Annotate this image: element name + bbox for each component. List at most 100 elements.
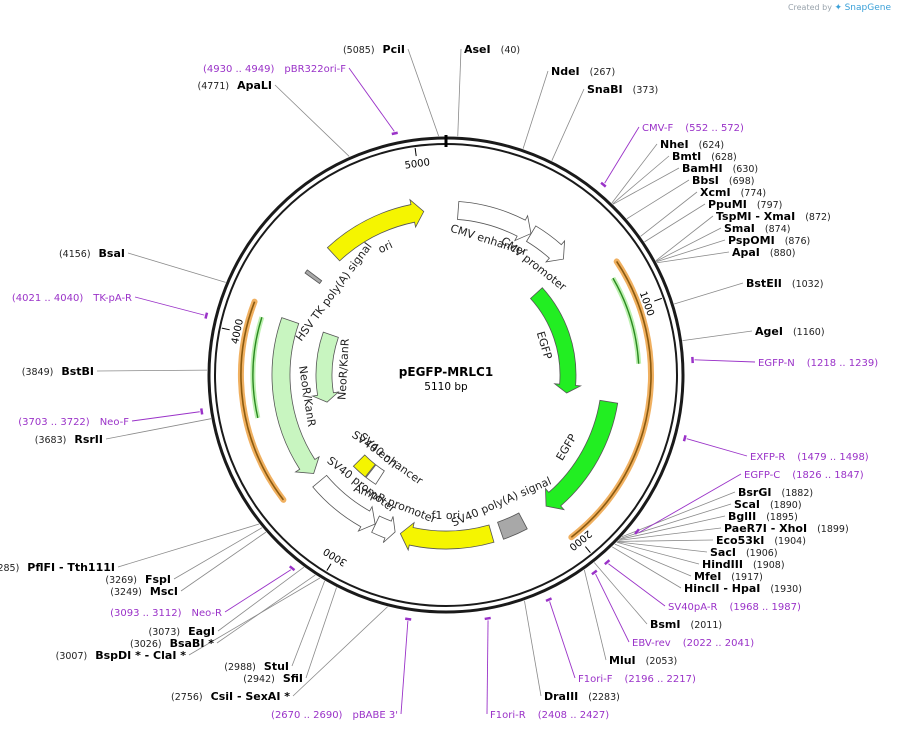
enzyme-leader (522, 70, 549, 149)
enzyme-pos: (872) (805, 212, 831, 223)
orf-green-b-line (252, 316, 263, 419)
enzyme-name: PflFI - Tth111I (27, 561, 115, 574)
orf-green-a-line (612, 277, 640, 364)
primer-mark (591, 569, 598, 576)
enzyme-name: FspI (145, 573, 171, 586)
primer-range: (1968 .. 1987) (729, 602, 801, 613)
primer-name: SV40pA-R (668, 602, 717, 613)
enzyme-pos: (624) (699, 140, 725, 151)
enzyme-name: SfiI (283, 672, 303, 685)
enzyme-pos: (3249) (110, 587, 142, 598)
enzyme-pos: (2283) (588, 692, 620, 703)
enzyme-name: AgeI (755, 325, 783, 338)
primer-mark (604, 559, 611, 566)
enzyme-leader (656, 251, 730, 264)
orf-arcs (238, 258, 654, 541)
primer-name: TK-pA-R (92, 293, 132, 304)
enzyme-leader (457, 48, 462, 137)
enzyme-name: BamHI (682, 162, 723, 175)
enzyme-pos: (267) (590, 67, 616, 78)
primer-range: (2670 .. 2690) (271, 710, 343, 721)
enzyme-pos: (5085) (343, 45, 375, 56)
enzyme-pos: (876) (785, 236, 811, 247)
primer-mark (288, 565, 296, 572)
enzyme-pos: (3849) (22, 367, 54, 378)
enzyme-leader (644, 203, 706, 243)
feature-f1-ori (399, 521, 495, 552)
enzyme-name: PpuMI (708, 198, 747, 211)
primer-name: pBABE 3' (352, 710, 398, 721)
primer-range: (1218 .. 1239) (807, 358, 879, 369)
primer-name: CMV-F (642, 123, 673, 134)
enzyme-leader (291, 580, 326, 667)
ruler-tick (654, 297, 662, 302)
enzyme-leader (674, 282, 744, 305)
enzyme-name: BsmI (650, 618, 681, 631)
enzyme-leader (617, 539, 714, 542)
enzyme-name: MscI (150, 585, 178, 598)
primer-leader (549, 601, 576, 679)
snapgene-logo: ✦ (834, 3, 843, 13)
enzyme-name: XcmI (700, 186, 731, 199)
feature-ori (326, 198, 425, 262)
ruler-tick (326, 563, 332, 571)
enzyme-pos: (2011) (691, 620, 723, 631)
primer-mark (682, 434, 687, 442)
primer-leader (638, 473, 742, 534)
feature-sv40-ori (352, 454, 376, 478)
snapgene-credit: Created by ✦ SnapGene (788, 3, 891, 13)
enzyme-leader (617, 541, 708, 553)
enzyme-pos: (1917) (731, 572, 763, 583)
enzyme-leader (96, 369, 208, 372)
primer-range: (1479 .. 1498) (797, 452, 869, 463)
feature-cmv-promoter (525, 225, 566, 263)
enzyme-name: TspMI - XmaI (716, 210, 795, 223)
feature-label: EGFP (554, 432, 580, 463)
primer-range: (4021 .. 4040) (12, 293, 84, 304)
primer-mark (391, 131, 398, 136)
enzyme-pos: (797) (757, 200, 783, 211)
primer-range: (2022 .. 2041) (683, 638, 755, 649)
enzyme-pos: (4156) (59, 249, 91, 260)
feature-label: NeoR/KanR (335, 338, 351, 400)
primer-range: (2408 .. 2427) (538, 710, 610, 721)
feature-ampr-promoter (371, 515, 396, 543)
enzyme-leader (640, 191, 698, 237)
enzyme-pos: (1160) (793, 327, 825, 338)
primer-layer: pBR322ori-F(4930 .. 4949)CMV-F(552 .. 57… (12, 64, 878, 721)
enzyme-leader (524, 600, 542, 697)
enzyme-leader (551, 88, 585, 161)
enzyme-pos: (3269) (105, 575, 137, 586)
enzyme-name: PspOMI (728, 234, 775, 247)
enzyme-leader (612, 155, 670, 205)
enzyme-name: NdeI (551, 65, 580, 78)
enzyme-pos: (40) (501, 45, 521, 56)
primer-leader (694, 359, 756, 363)
enzyme-name: EagI (188, 625, 215, 638)
primer-range: (552 .. 572) (685, 123, 744, 134)
enzyme-leader (655, 215, 714, 262)
enzyme-name: NheI (660, 138, 689, 151)
primer-name: Neo-F (100, 417, 130, 428)
enzyme-pos: (880) (770, 248, 796, 259)
enzyme-pos: (1899) (817, 524, 849, 535)
primer-range: (4930 .. 4949) (203, 64, 275, 75)
ruler-tick (221, 327, 230, 331)
feature-label: f1 ori (432, 509, 461, 522)
enzyme-pos: (1908) (753, 560, 785, 571)
feature-neor-kanr (311, 331, 340, 403)
primer-leader (608, 563, 666, 607)
enzyme-pos: (630) (733, 164, 759, 175)
feature-egfp (545, 399, 619, 511)
feature-neor-kanr (271, 317, 320, 474)
enzyme-name: SacI (710, 546, 736, 559)
enzyme-name: SnaBI (587, 83, 623, 96)
feature-sv40-poly-a-signal (497, 512, 528, 540)
enzyme-pos: (2053) (646, 656, 678, 667)
primer-leader (348, 67, 395, 132)
primer-mark (600, 181, 607, 188)
enzyme-name: ApaI (732, 246, 760, 259)
primer-leader (604, 126, 640, 184)
primer-name: EGFP-N (758, 358, 795, 369)
